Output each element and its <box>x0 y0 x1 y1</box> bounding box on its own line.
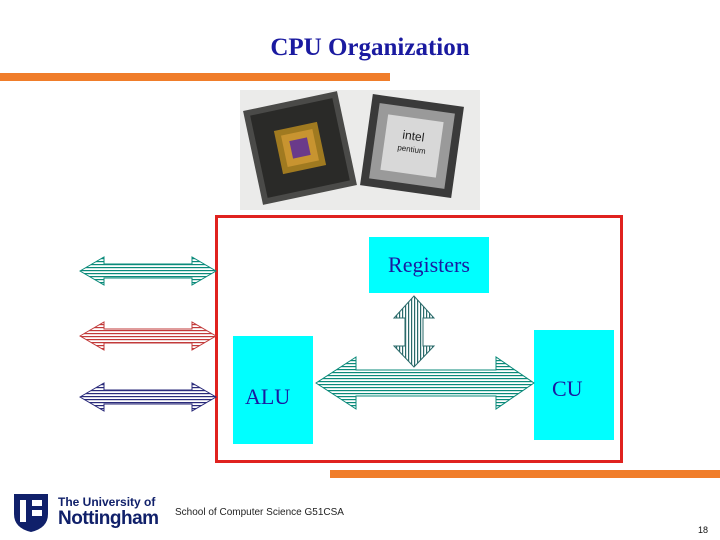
chip-brand-label: intel <box>402 128 426 145</box>
accent-bar-bottom <box>330 470 720 478</box>
accent-bar-top <box>0 73 390 81</box>
chip-model-label: pentium <box>397 143 427 156</box>
alu-box: ALU <box>233 336 313 444</box>
chip-left-image <box>243 91 357 205</box>
registers-box: Registers <box>369 237 489 293</box>
external-bus-arrow-teal <box>79 256 217 286</box>
logo-text-line2: Nottingham <box>58 508 159 529</box>
cu-box: CU <box>534 330 614 440</box>
registers-label: Registers <box>388 252 470 277</box>
cu-label: CU <box>552 376 583 401</box>
cpu-boundary-frame <box>215 215 623 463</box>
cpu-chips-photo: intel pentium <box>240 90 480 210</box>
alu-label: ALU <box>245 384 291 409</box>
external-bus-arrow-navy <box>79 382 217 412</box>
internal-bus-arrow <box>315 356 535 410</box>
registers-bus-arrow <box>392 295 436 368</box>
slide-title: CPU Organization <box>270 34 470 61</box>
chip-right-image: intel pentium <box>360 94 464 198</box>
university-crest-icon <box>10 490 52 539</box>
page-number: 18 <box>698 525 709 535</box>
footer-text: School of Computer Science G51CSA <box>175 507 344 518</box>
external-bus-arrow-red <box>79 321 217 351</box>
logo-text-line1: The University of <box>58 495 156 509</box>
